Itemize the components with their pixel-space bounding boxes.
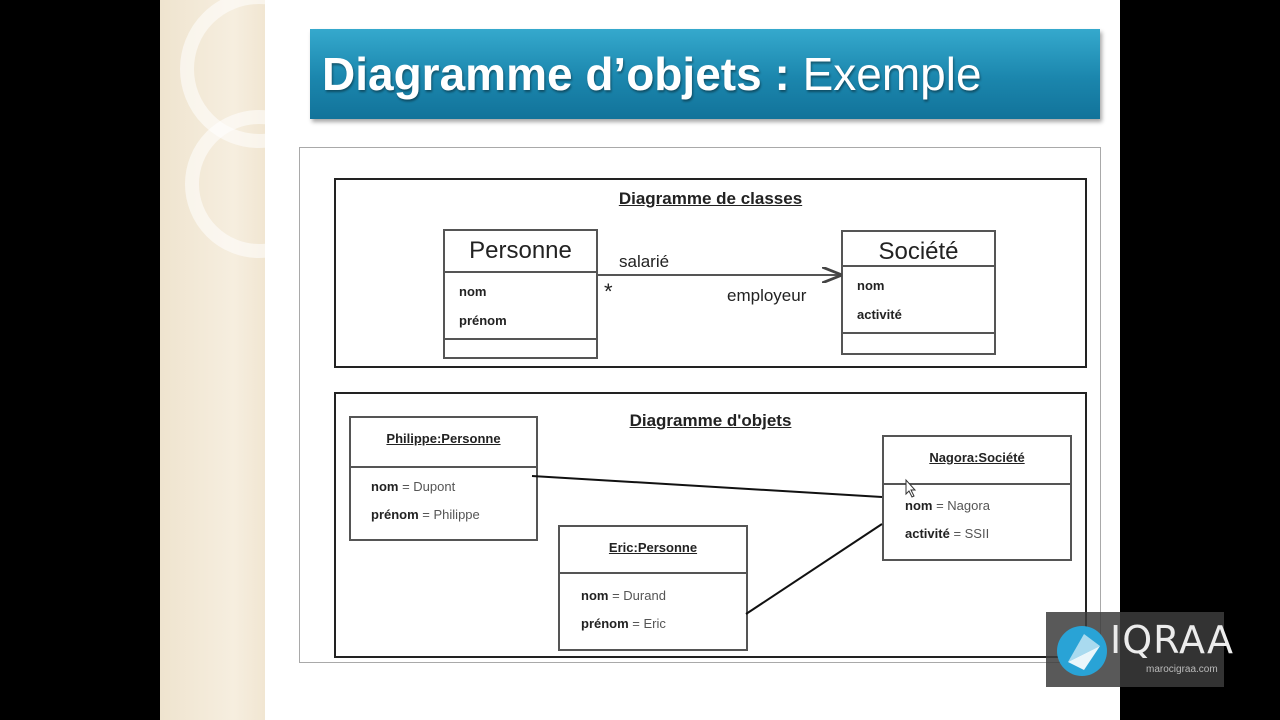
- object-name: Nagora:Société: [929, 450, 1025, 465]
- object-slot: activité = SSII: [905, 526, 990, 541]
- link-philippe-nagora: [531, 475, 883, 498]
- object-separator: [884, 483, 1070, 485]
- object-slot: prénom = Eric: [581, 616, 666, 631]
- object-eric: Eric:Personne nom = Durand prénom = Eric: [558, 525, 748, 651]
- association-role-salarie: salarié: [619, 252, 670, 271]
- object-diagram: Diagramme d'objets Philippe:Personne nom…: [334, 392, 1087, 658]
- object-separator: [351, 466, 536, 468]
- slide-title-colon: :: [761, 48, 803, 100]
- mouse-cursor-icon: [905, 478, 917, 498]
- class-attribute: prénom: [459, 313, 507, 328]
- class-diagram: Diagramme de classes Personne nom prénom…: [334, 178, 1087, 368]
- object-slot: nom = Dupont: [371, 479, 456, 494]
- watermark-brand: IQRAA: [1110, 618, 1235, 662]
- class-name: Personne: [469, 237, 572, 264]
- slide-title-sub: Exemple: [802, 48, 982, 100]
- object-philippe: Philippe:Personne nom = Dupont prénom = …: [349, 416, 538, 541]
- class-attribute: nom: [857, 278, 885, 293]
- watermark-site: marocigraa.com: [1146, 664, 1218, 675]
- watermark-logo: IQRAA marocigraa.com: [1046, 612, 1233, 687]
- class-societe: Société nom activité: [841, 230, 996, 355]
- class-separator: [843, 265, 994, 267]
- link-eric-nagora: [745, 523, 883, 615]
- object-slot: nom = Nagora: [905, 498, 990, 513]
- class-attribute: nom: [459, 284, 487, 299]
- object-slot: prénom = Philippe: [371, 507, 480, 522]
- slide-decoration: [160, 0, 265, 720]
- class-separator: [843, 332, 994, 334]
- class-attribute: activité: [857, 307, 902, 322]
- slide-title-main: Diagramme d’objets: [322, 48, 762, 100]
- play-logo-icon: [1057, 626, 1107, 676]
- object-separator: [560, 572, 746, 574]
- class-name: Société: [878, 238, 959, 265]
- class-diagram-title: Diagramme de classes: [618, 189, 803, 208]
- object-nagora: Nagora:Société nom = Nagora activité = S…: [882, 435, 1072, 561]
- object-diagram-title: Diagramme d'objets: [629, 411, 792, 430]
- object-slot: nom = Durand: [581, 588, 666, 603]
- object-name: Eric:Personne: [608, 540, 698, 555]
- object-name: Philippe:Personne: [386, 431, 501, 446]
- association-multiplicity: *: [604, 279, 613, 304]
- association-role-employeur: employeur: [727, 286, 807, 305]
- class-separator: [445, 338, 596, 340]
- title-bar: Diagramme d’objets : Exemple: [310, 29, 1100, 119]
- class-personne: Personne nom prénom: [443, 229, 598, 359]
- class-separator: [445, 271, 596, 273]
- slide-title: Diagramme d’objets : Exemple: [322, 47, 982, 101]
